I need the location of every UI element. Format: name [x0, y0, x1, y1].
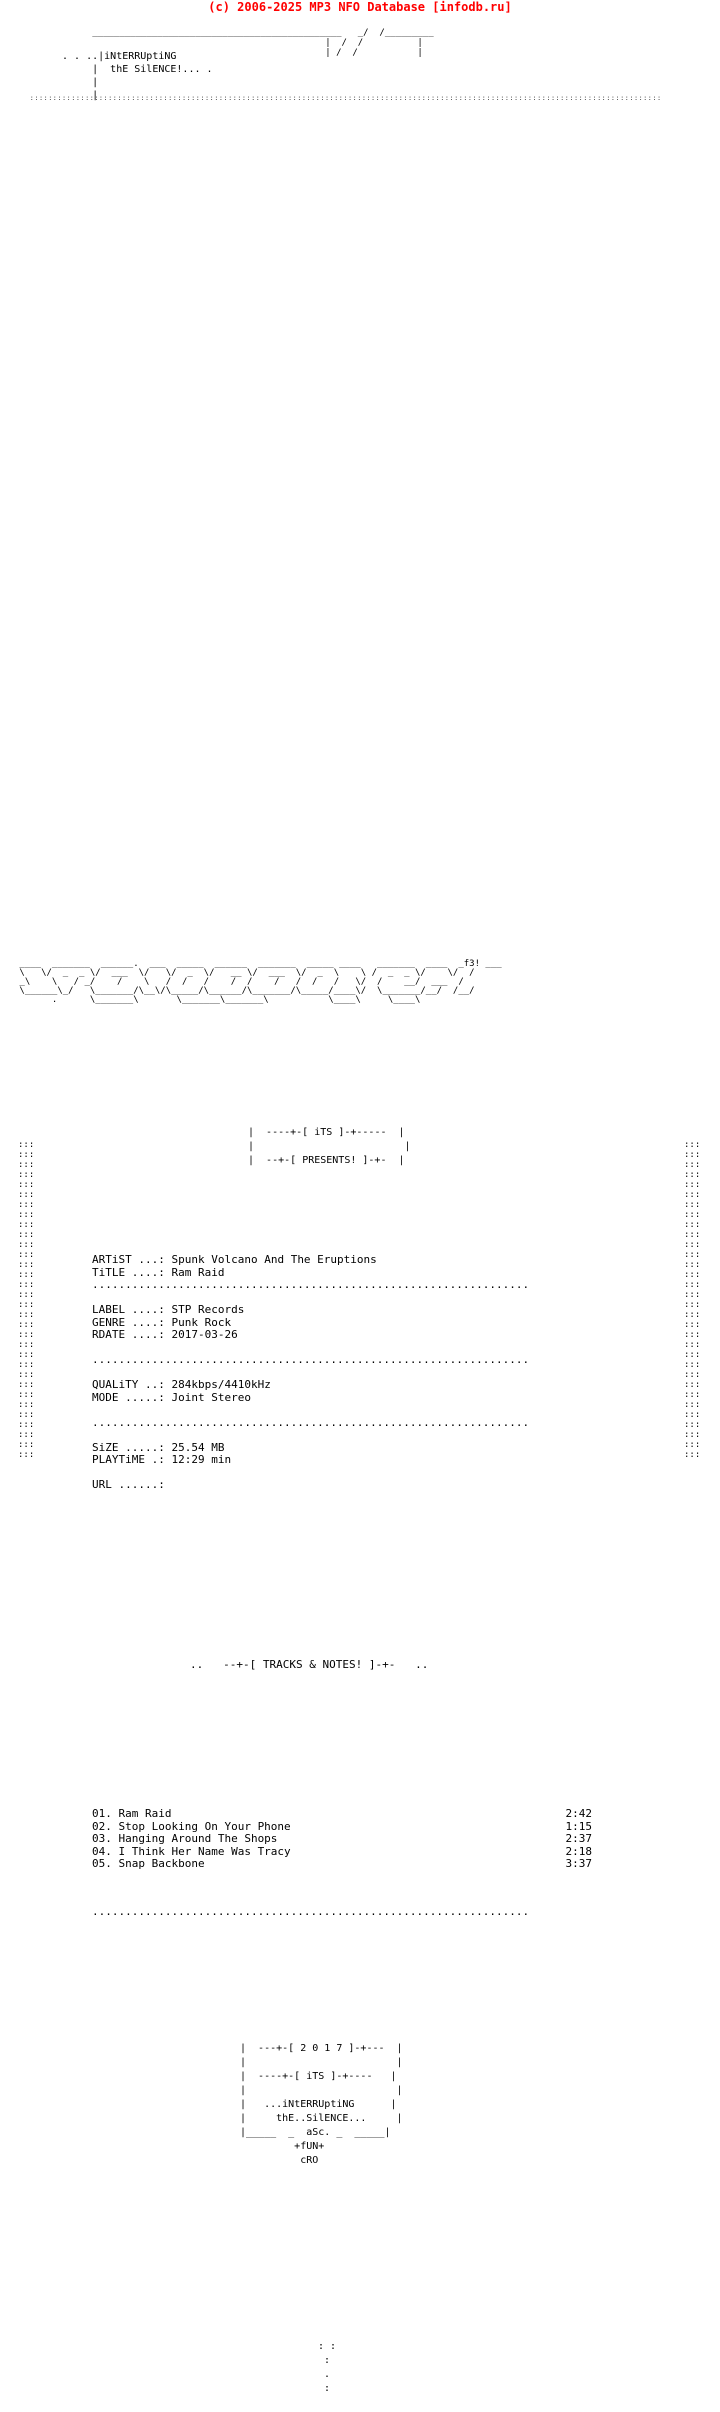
nfo-database-header: (c) 2006-2025 MP3 NFO Database [infodb.r…: [208, 0, 512, 14]
footer-year: 2 0 1 7: [300, 2043, 343, 2054]
genre-value: Punk Rock: [171, 1315, 232, 1329]
title-value: Ram Raid: [171, 1265, 225, 1279]
logo-ascii-art: ____ _______ ______. ___ _____ ______ __…: [14, 959, 502, 1005]
mode-value: Joint Stereo: [171, 1390, 251, 1404]
rdate-label: RDATE ....:: [92, 1328, 165, 1341]
group-logo: . . ..|iNtERRUptiNG | thE SilENCE!... . …: [62, 51, 213, 101]
artist-value: Spunk Volcano And The Eruptions: [171, 1253, 377, 1266]
track-title: 01. Ram Raid: [92, 1807, 172, 1820]
skull-ascii-art: ::::::::::::::::::::::::::::::::::::::::…: [30, 96, 660, 102]
track-row: 04. I Think Her Name Was Tracy 2:18: [92, 1844, 593, 1859]
url-label: URL ......:: [92, 1478, 165, 1491]
track-time: 2:42: [565, 1807, 593, 1820]
footer-credit-2: fUN: [300, 2141, 319, 2152]
rdate-value: 2017-03-26: [171, 1328, 238, 1341]
logo-tag: _f3!: [458, 959, 481, 969]
playtime-label: PLAYTiME .:: [92, 1453, 165, 1466]
size-label: SiZE .....:: [92, 1440, 165, 1454]
group-logo-line1: iNtERRUptiNG: [104, 51, 177, 62]
footer-credit-3: cRO: [300, 2155, 319, 2166]
track-title: 03. Hanging Around The Shops: [92, 1832, 278, 1845]
group-logo-line2: thE SilENCE!...: [110, 64, 201, 75]
footer-line2: thE..SilENCE...: [276, 2113, 367, 2124]
track-row: 05. Snap Backbone 3:37: [92, 1857, 593, 1871]
track-title: 02. Stop Looking On Your Phone: [92, 1819, 291, 1833]
right-border: ::: ::: ::: ::: ::: ::: ::: ::: ::: ::: …: [684, 1140, 701, 1460]
top-frame: ________________________________________…: [92, 28, 434, 58]
track-title: 04. I Think Her Name Was Tracy: [92, 1844, 291, 1858]
tracks-header: .. --+-[ TRACKS & NOTES! ]-+- ..: [190, 1658, 429, 1671]
title-label: TiTLE ....:: [92, 1265, 165, 1279]
track-time: 1:15: [565, 1819, 593, 1833]
track-time: 2:37: [565, 1832, 593, 1845]
track-row: 01. Ram Raid 2:42: [92, 1807, 593, 1821]
footer-its: iTS: [306, 2071, 325, 2082]
notes-divider: ........................................…: [92, 1905, 530, 1918]
footer-box: | ---+-[ 2 0 1 7 ]-+--- | | | | ----+-[ …: [240, 2043, 403, 2166]
label-label: LABEL ....:: [92, 1303, 165, 1316]
its-label: iTS: [314, 1127, 333, 1138]
track-time: 2:18: [565, 1844, 593, 1858]
mode-label: MODE .....:: [92, 1390, 165, 1404]
footer-line1: ...iNtERRUptiNG: [264, 2099, 355, 2110]
track-row: 03. Hanging Around The Shops 2:37: [92, 1832, 593, 1846]
tracks-header-label: TRACKS & NOTES!: [262, 1658, 363, 1671]
size-value: 25.54 MB: [171, 1440, 225, 1454]
label-value: STP Records: [171, 1303, 245, 1316]
presents-label: PRESENTS!: [302, 1155, 357, 1166]
track-time: 3:37: [565, 1857, 593, 1870]
release-info: ARTiST ...: Spunk Volcano And The Erupti…: [92, 1253, 530, 1491]
footer-tail: : : : . :: [318, 2341, 337, 2394]
quality-label: QUALiTY ..:: [92, 1378, 165, 1391]
footer-credit-1: aSc.: [306, 2127, 331, 2138]
quality-value: 284kbps/4410kHz: [171, 1378, 271, 1391]
its-presents: | ----+-[ iTS ]-+----- | | | | --+-[ PRE…: [248, 1127, 411, 1166]
track-title: 05. Snap Backbone: [92, 1857, 205, 1870]
genre-label: GENRE ....:: [92, 1315, 165, 1329]
playtime-value: 12:29 min: [171, 1453, 232, 1466]
left-border: ::: ::: ::: ::: ::: ::: ::: ::: ::: ::: …: [18, 1140, 35, 1460]
track-row: 02. Stop Looking On Your Phone 1:15: [92, 1819, 593, 1834]
artist-label: ARTiST ...:: [92, 1253, 165, 1266]
